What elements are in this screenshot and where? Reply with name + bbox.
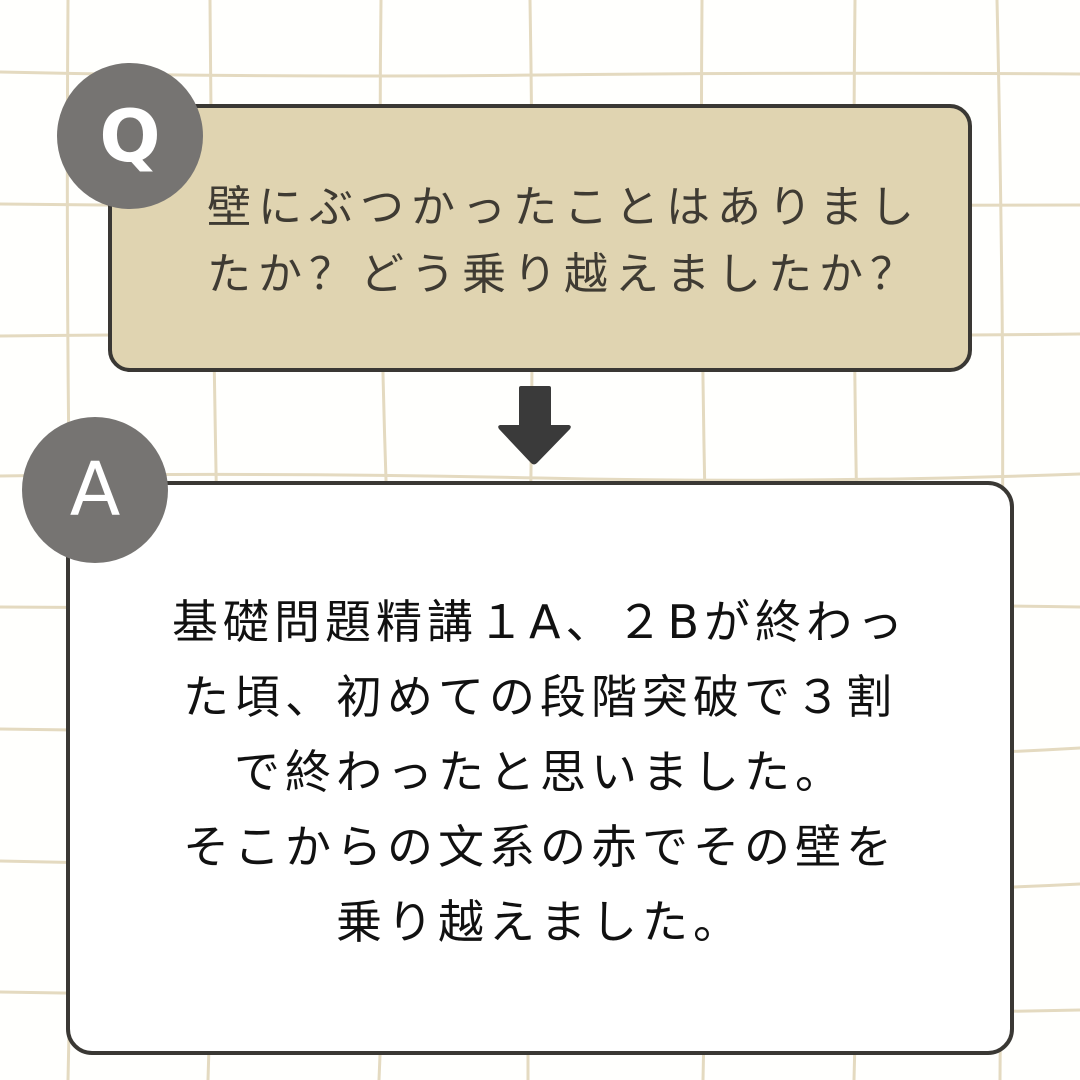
question-card: 壁にぶつかったことはありまし たか？どう乗り越えましたか？ (108, 104, 972, 372)
answer-card: 基礎問題精講１A、２Bが終わっ た頃、初めての段階突破で３割 で終わったと思いま… (66, 481, 1014, 1055)
answer-badge: A (22, 417, 168, 563)
answer-badge-label: A (69, 447, 121, 533)
question-badge: Q (57, 63, 203, 209)
question-badge-label: Q (99, 94, 161, 178)
answer-text: 基礎問題精講１A、２Bが終わっ た頃、初めての段階突破で３割 で終わったと思いま… (171, 595, 909, 949)
down-arrow-icon (498, 386, 571, 465)
question-text: 壁にぶつかったことはありまし たか？どう乗り越えましたか？ (207, 182, 921, 300)
